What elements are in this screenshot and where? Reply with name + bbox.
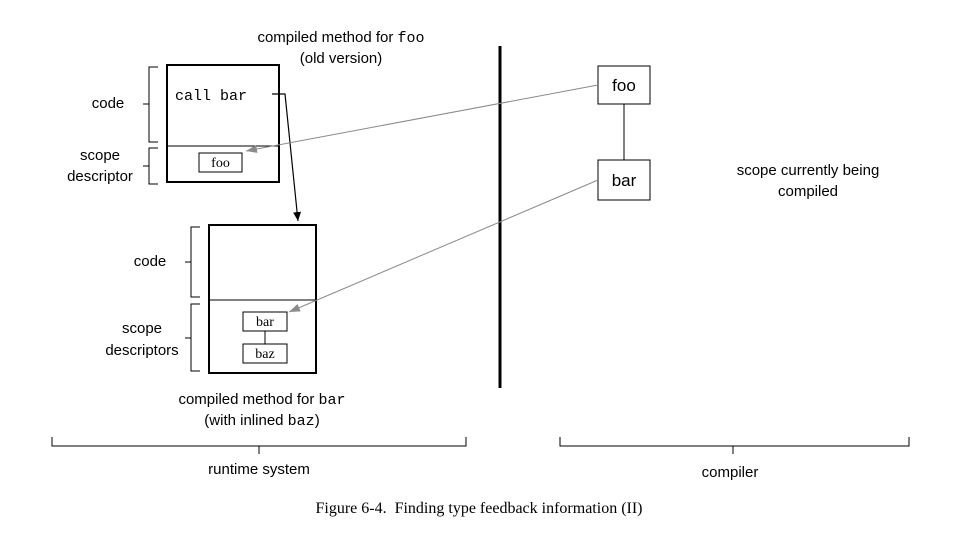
top-code-label: code (92, 95, 125, 112)
bottom-scope-label-1: scope (122, 320, 162, 337)
compiler-node-foo-label: foo (612, 76, 636, 95)
bottom-method-caption: compiled method for bar (178, 391, 345, 409)
call-arrow (272, 93, 302, 222)
bar-pointer-line (288, 179, 599, 313)
top-scope-label-1: scope (80, 147, 120, 164)
top-scope-box-foo (198, 152, 243, 173)
top-scope-box-foo-label: foo (211, 156, 230, 171)
compiler-node-bar (597, 159, 651, 201)
bottom-method-caption-2: (with inlined baz) (204, 412, 319, 430)
call-bar-code: call bar (175, 88, 247, 105)
top-method-title: compiled method for foo (257, 29, 424, 47)
compiler-note-1: scope currently being (737, 162, 880, 179)
top-scope-bracket (148, 147, 158, 185)
bottom-scope-box-baz-label: baz (255, 347, 274, 362)
compiler-bracket (559, 437, 910, 447)
runtime-bracket (51, 437, 467, 447)
bottom-code-label: code (134, 253, 167, 270)
runtime-section-label: runtime system (208, 461, 310, 478)
bottom-scope-box-baz (242, 343, 288, 364)
compiler-note-2: compiled (778, 183, 838, 200)
top-code-bracket (148, 66, 158, 143)
bottom-scope-label-2: descriptors (105, 342, 178, 359)
compiler-section-label: compiler (702, 464, 759, 481)
top-scope-label-2: descriptor (67, 168, 133, 185)
top-method-subtitle: (old version) (300, 50, 383, 67)
bottom-code-bracket (190, 226, 200, 298)
top-method-box (166, 64, 280, 183)
compiler-node-bar-label: bar (612, 171, 637, 190)
figure-caption: Figure 6-4. Finding type feedback inform… (315, 500, 642, 517)
bottom-scope-box-bar-label: bar (256, 315, 274, 330)
bottom-method-box (208, 224, 317, 374)
foo-pointer-line (245, 84, 599, 153)
bottom-scope-bracket (190, 303, 200, 372)
